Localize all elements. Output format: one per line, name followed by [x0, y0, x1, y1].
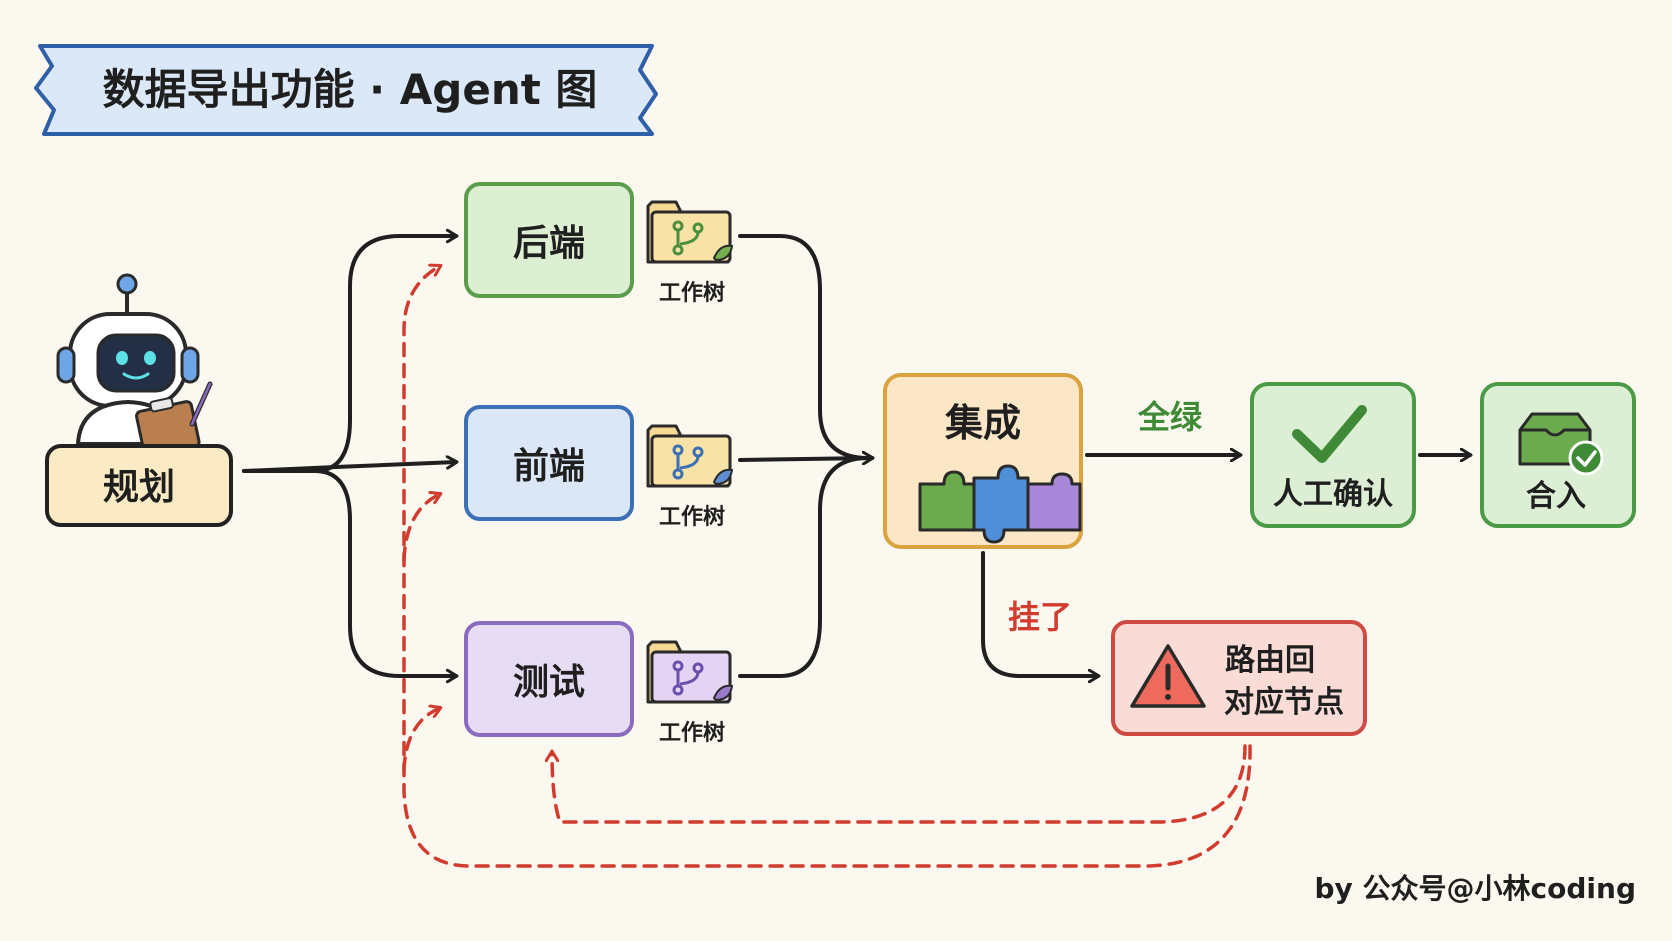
node-test-label: 测试	[513, 662, 585, 703]
clipboard-icon	[135, 381, 213, 458]
credit-text: by 公众号@小林coding	[1315, 872, 1637, 905]
node-integrate: 集成	[883, 373, 1083, 549]
node-plan: 规划	[45, 444, 233, 527]
fanout-arrows	[242, 236, 456, 676]
worktree-folder-icon	[646, 640, 734, 704]
node-confirm: 人工确认	[1250, 382, 1416, 528]
retry-arrow-to-backend	[402, 266, 1252, 868]
retry-arrow-to-frontend	[402, 494, 440, 562]
node-plan-label: 规划	[103, 467, 175, 508]
node-merge-label: 合入	[1526, 479, 1586, 514]
arrow-plan-to-backend	[242, 236, 456, 473]
diagram-title: 数据导出功能 · Agent 图	[103, 65, 598, 114]
arrow-integrate-to-route	[981, 551, 1098, 676]
worktree-label-backend: 工作树	[659, 280, 725, 306]
node-backend-label: 后端	[513, 223, 585, 264]
node-test: 测试	[464, 621, 634, 737]
node-frontend-label: 前端	[513, 446, 585, 487]
worktree-folder-icon	[646, 200, 734, 264]
retry-arrows	[402, 266, 1252, 868]
warning-icon	[1130, 644, 1206, 708]
edge-label-all-green: 全绿	[1137, 398, 1203, 436]
fanin-arrows	[738, 234, 874, 678]
retry-arrow-to-test-left	[402, 708, 440, 772]
retry-arrow-to-test	[552, 744, 1247, 824]
node-route-label-line1: 路由回	[1225, 643, 1315, 678]
node-confirm-label: 人工确认	[1273, 477, 1393, 512]
puzzle-icon	[918, 464, 1082, 544]
edge-label-failed: 挂了	[1008, 598, 1072, 636]
checkmark-icon	[1292, 405, 1367, 463]
node-backend: 后端	[464, 182, 634, 298]
title-banner: 数据导出功能 · Agent 图	[34, 44, 658, 136]
node-merge: 合入	[1480, 382, 1636, 528]
node-integrate-label: 集成	[944, 401, 1021, 445]
node-frontend: 前端	[464, 405, 634, 521]
worktree-folder-icon	[646, 424, 734, 488]
arrow-backend-to-integrate	[738, 234, 874, 460]
worktree-label-test: 工作树	[659, 720, 725, 746]
arrow-test-to-integrate	[738, 456, 874, 678]
arrow-plan-to-test	[242, 469, 456, 676]
node-route: 路由回 对应节点	[1111, 620, 1367, 736]
worktree-label-frontend: 工作树	[659, 504, 725, 530]
inbox-check-icon	[1518, 412, 1604, 476]
node-route-label-line2: 对应节点	[1224, 685, 1344, 720]
